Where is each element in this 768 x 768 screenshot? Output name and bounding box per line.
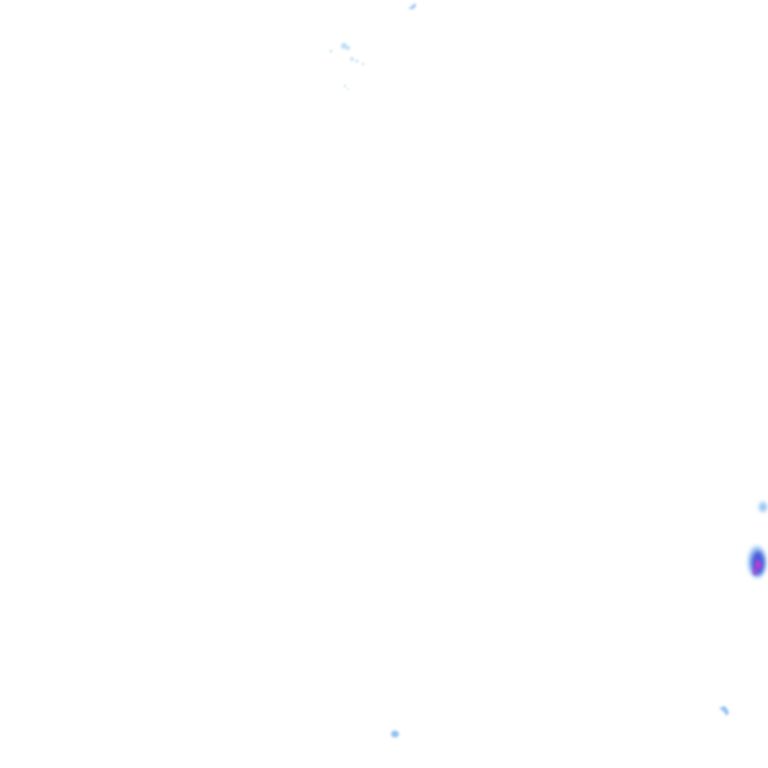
echo-lower-right [719, 706, 729, 716]
echo-bottom-center [391, 730, 399, 738]
echo-top-center [408, 3, 416, 9]
echo-right-edge-small [759, 502, 767, 512]
echo-right-edge-core [753, 560, 762, 575]
echo-upper-left-cluster [329, 43, 365, 66]
echo-upper-left-speck [343, 84, 349, 90]
